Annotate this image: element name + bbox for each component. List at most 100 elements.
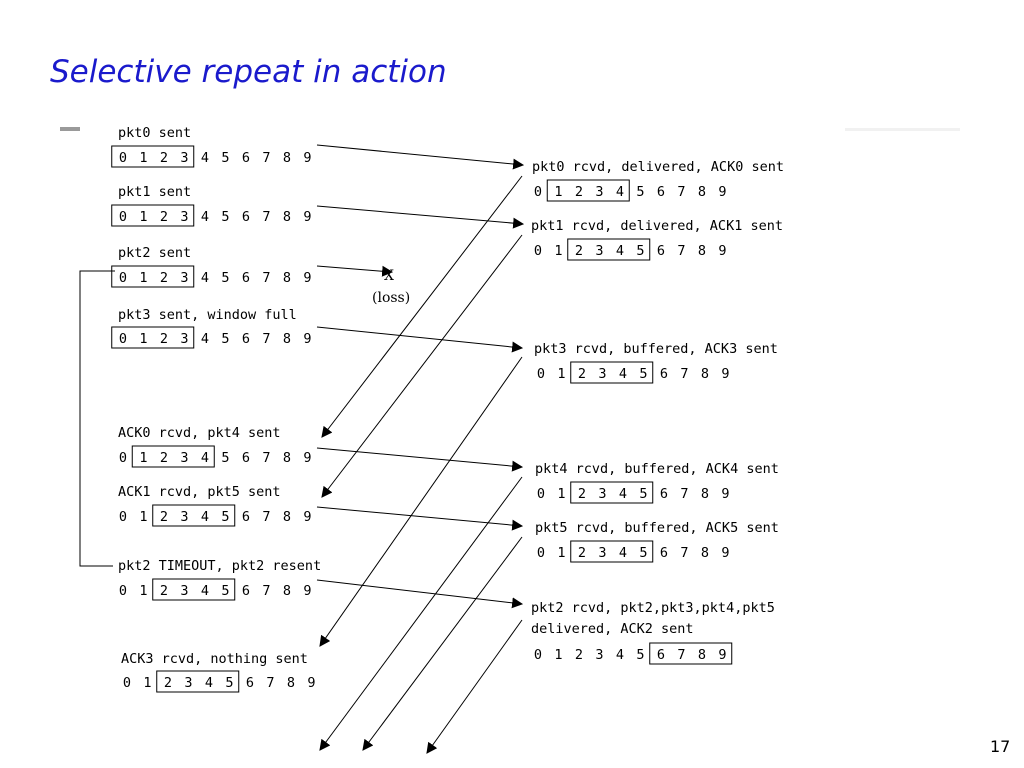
seq-number: 7 (262, 209, 270, 225)
decorative-line (845, 128, 960, 131)
seq-number: 1 (554, 243, 562, 259)
seq-number: 8 (698, 647, 706, 663)
seq-number: 5 (639, 366, 647, 382)
seq-number: 5 (636, 184, 644, 200)
seq-number: 1 (557, 486, 565, 502)
seq-number: 7 (677, 647, 685, 663)
seq-number: 4 (201, 209, 209, 225)
receiver-event-label: pkt2 rcvd, pkt2,pkt3,pkt4,pkt5 (531, 600, 775, 616)
seq-number: 0 (119, 209, 127, 225)
slide-title: Selective repeat in action (50, 54, 447, 90)
sender-event-label: pkt0 sent (118, 125, 191, 141)
seq-number: 7 (680, 486, 688, 502)
seq-number: 7 (680, 366, 688, 382)
seq-number: 3 (180, 331, 188, 347)
seq-number: 2 (578, 545, 586, 561)
seq-number: 0 (534, 243, 542, 259)
seq-number: 9 (307, 675, 315, 691)
seq-number: 8 (698, 243, 706, 259)
seq-number: 2 (164, 675, 172, 691)
seq-number: 4 (619, 545, 627, 561)
seq-number: 2 (578, 366, 586, 382)
seq-number: 1 (139, 270, 147, 286)
message-arrow (316, 447, 524, 472)
seq-number: 0 (119, 583, 127, 599)
seq-number: 5 (221, 583, 229, 599)
seq-number: 9 (718, 647, 726, 663)
seq-number: 9 (718, 243, 726, 259)
seq-number: 0 (534, 647, 542, 663)
seq-number: 5 (639, 545, 647, 561)
window-box (156, 670, 240, 693)
seq-number: 8 (701, 545, 709, 561)
window-box (152, 504, 236, 527)
window-box (570, 540, 654, 563)
receiver-event-label-line2: delivered, ACK2 sent (531, 621, 694, 637)
seq-number: 6 (242, 270, 250, 286)
seq-number: 9 (303, 150, 311, 166)
seq-number: 3 (180, 583, 188, 599)
seq-number: 6 (660, 366, 668, 382)
window-box (152, 578, 236, 601)
seq-number: 9 (718, 184, 726, 200)
receiver-event: pkt2 rcvd, pkt2,pkt3,pkt4,pkt5 delivered,… (531, 600, 775, 665)
seq-number: 8 (701, 366, 709, 382)
seq-number: 5 (221, 450, 229, 466)
sender-event-label: pkt2 TIMEOUT, pkt2 resent (118, 558, 321, 574)
seq-number: 3 (180, 450, 188, 466)
seq-number: 7 (680, 545, 688, 561)
sender-event-label: ACK3 rcvd, nothing sent (121, 651, 308, 667)
seq-number: 7 (262, 583, 270, 599)
timeout-bracket (79, 270, 115, 567)
receiver-event-label: pkt5 rcvd, buffered, ACK5 sent (535, 520, 779, 536)
seq-number: 0 (123, 675, 131, 691)
seq-number: 4 (201, 509, 209, 525)
seq-number: 6 (242, 583, 250, 599)
message-arrow (426, 619, 523, 754)
seq-number: 3 (598, 486, 606, 502)
sender-event-label: ACK0 rcvd, pkt4 sent (118, 425, 281, 441)
seq-number: 1 (139, 450, 147, 466)
seq-number: 8 (283, 209, 291, 225)
seq-number: 4 (201, 583, 209, 599)
seq-number: 1 (139, 150, 147, 166)
seq-number: 2 (160, 270, 168, 286)
seq-number: 6 (657, 647, 665, 663)
seq-number: 9 (303, 331, 311, 347)
seq-number: 2 (575, 243, 583, 259)
seq-number: 5 (221, 331, 229, 347)
seq-number: 6 (246, 675, 254, 691)
message-arrow (321, 234, 523, 498)
receiver-event-label: pkt0 rcvd, delivered, ACK0 sent (532, 159, 784, 175)
seq-number: 0 (119, 150, 127, 166)
seq-number: 2 (160, 209, 168, 225)
seq-number: 0 (119, 450, 127, 466)
seq-number: 4 (616, 647, 624, 663)
sender-event-label: pkt2 sent (118, 245, 191, 261)
receiver-event-label: pkt4 rcvd, buffered, ACK4 sent (535, 461, 779, 477)
seq-number: 6 (657, 184, 665, 200)
seq-number: 7 (262, 450, 270, 466)
seq-number: 7 (262, 150, 270, 166)
window-box (570, 361, 654, 384)
sender-event-label: ACK1 rcvd, pkt5 sent (118, 484, 281, 500)
receiver-event-label: pkt3 rcvd, buffered, ACK3 sent (534, 341, 778, 357)
seq-number: 8 (698, 184, 706, 200)
seq-number: 5 (221, 509, 229, 525)
message-arrow (316, 326, 524, 353)
seq-number: 6 (657, 243, 665, 259)
seq-number: 5 (221, 209, 229, 225)
seq-number: 1 (139, 331, 147, 347)
window-box (111, 145, 195, 168)
seq-number: 0 (537, 486, 545, 502)
seq-number: 9 (303, 450, 311, 466)
window-box (570, 481, 654, 504)
seq-number: 3 (595, 647, 603, 663)
seq-number: 2 (160, 583, 168, 599)
seq-number: 2 (575, 184, 583, 200)
